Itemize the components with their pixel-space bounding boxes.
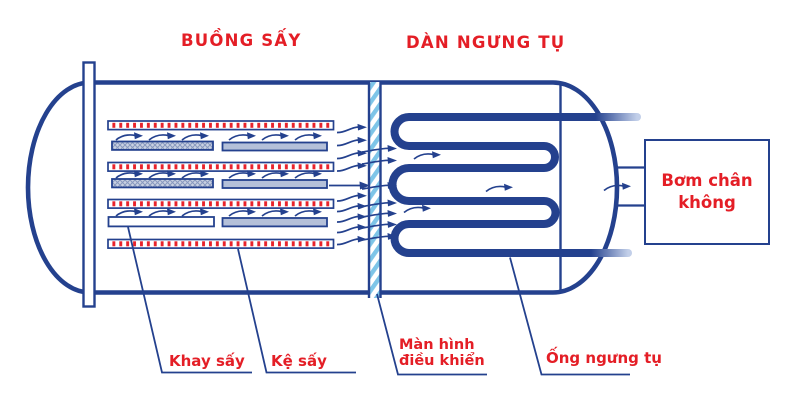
tray-plain — [221, 217, 328, 228]
vacuum-pump-box: Bơm chân không — [644, 139, 770, 245]
control-screen-divider — [367, 82, 382, 298]
vapor-flow-arrows — [329, 123, 370, 246]
tray-loaded — [111, 178, 214, 189]
condenser-tube-label: Ống ngưng tụ — [546, 349, 662, 367]
pump-duct — [603, 166, 645, 207]
drying-chamber-title: BUỒNG SẤY — [181, 31, 302, 50]
heated-shelves — [107, 120, 335, 249]
shelf-bar — [107, 161, 335, 172]
tray-label: Khay sấy — [169, 352, 245, 370]
condenser-coil — [388, 113, 641, 257]
leader-tray — [127, 226, 252, 374]
drying-trays — [107, 140, 328, 228]
tray-plain — [221, 141, 328, 152]
tray-empty — [107, 216, 215, 228]
leader-lines — [127, 226, 630, 376]
shelf-bar — [107, 120, 335, 131]
shelf-bar — [107, 238, 335, 249]
tray-loaded — [111, 140, 214, 151]
leader-shelf — [237, 248, 356, 374]
tray-plain — [221, 179, 328, 189]
door-flange — [82, 61, 96, 308]
condenser-title: DÀN NGƯNG TỤ — [406, 33, 566, 52]
leader-control-screen — [376, 293, 487, 376]
shelf-bar — [107, 198, 335, 209]
vacuum-pump-label: Bơm chân không — [661, 171, 753, 212]
control-screen-label-line1: Màn hình — [399, 337, 475, 353]
leader-condenser-tube — [509, 257, 630, 376]
control-screen-label: Màn hình điều khiển — [399, 337, 485, 369]
shelf-label: Kệ sấy — [271, 352, 327, 370]
control-screen-label-line2: điều khiển — [399, 352, 485, 369]
